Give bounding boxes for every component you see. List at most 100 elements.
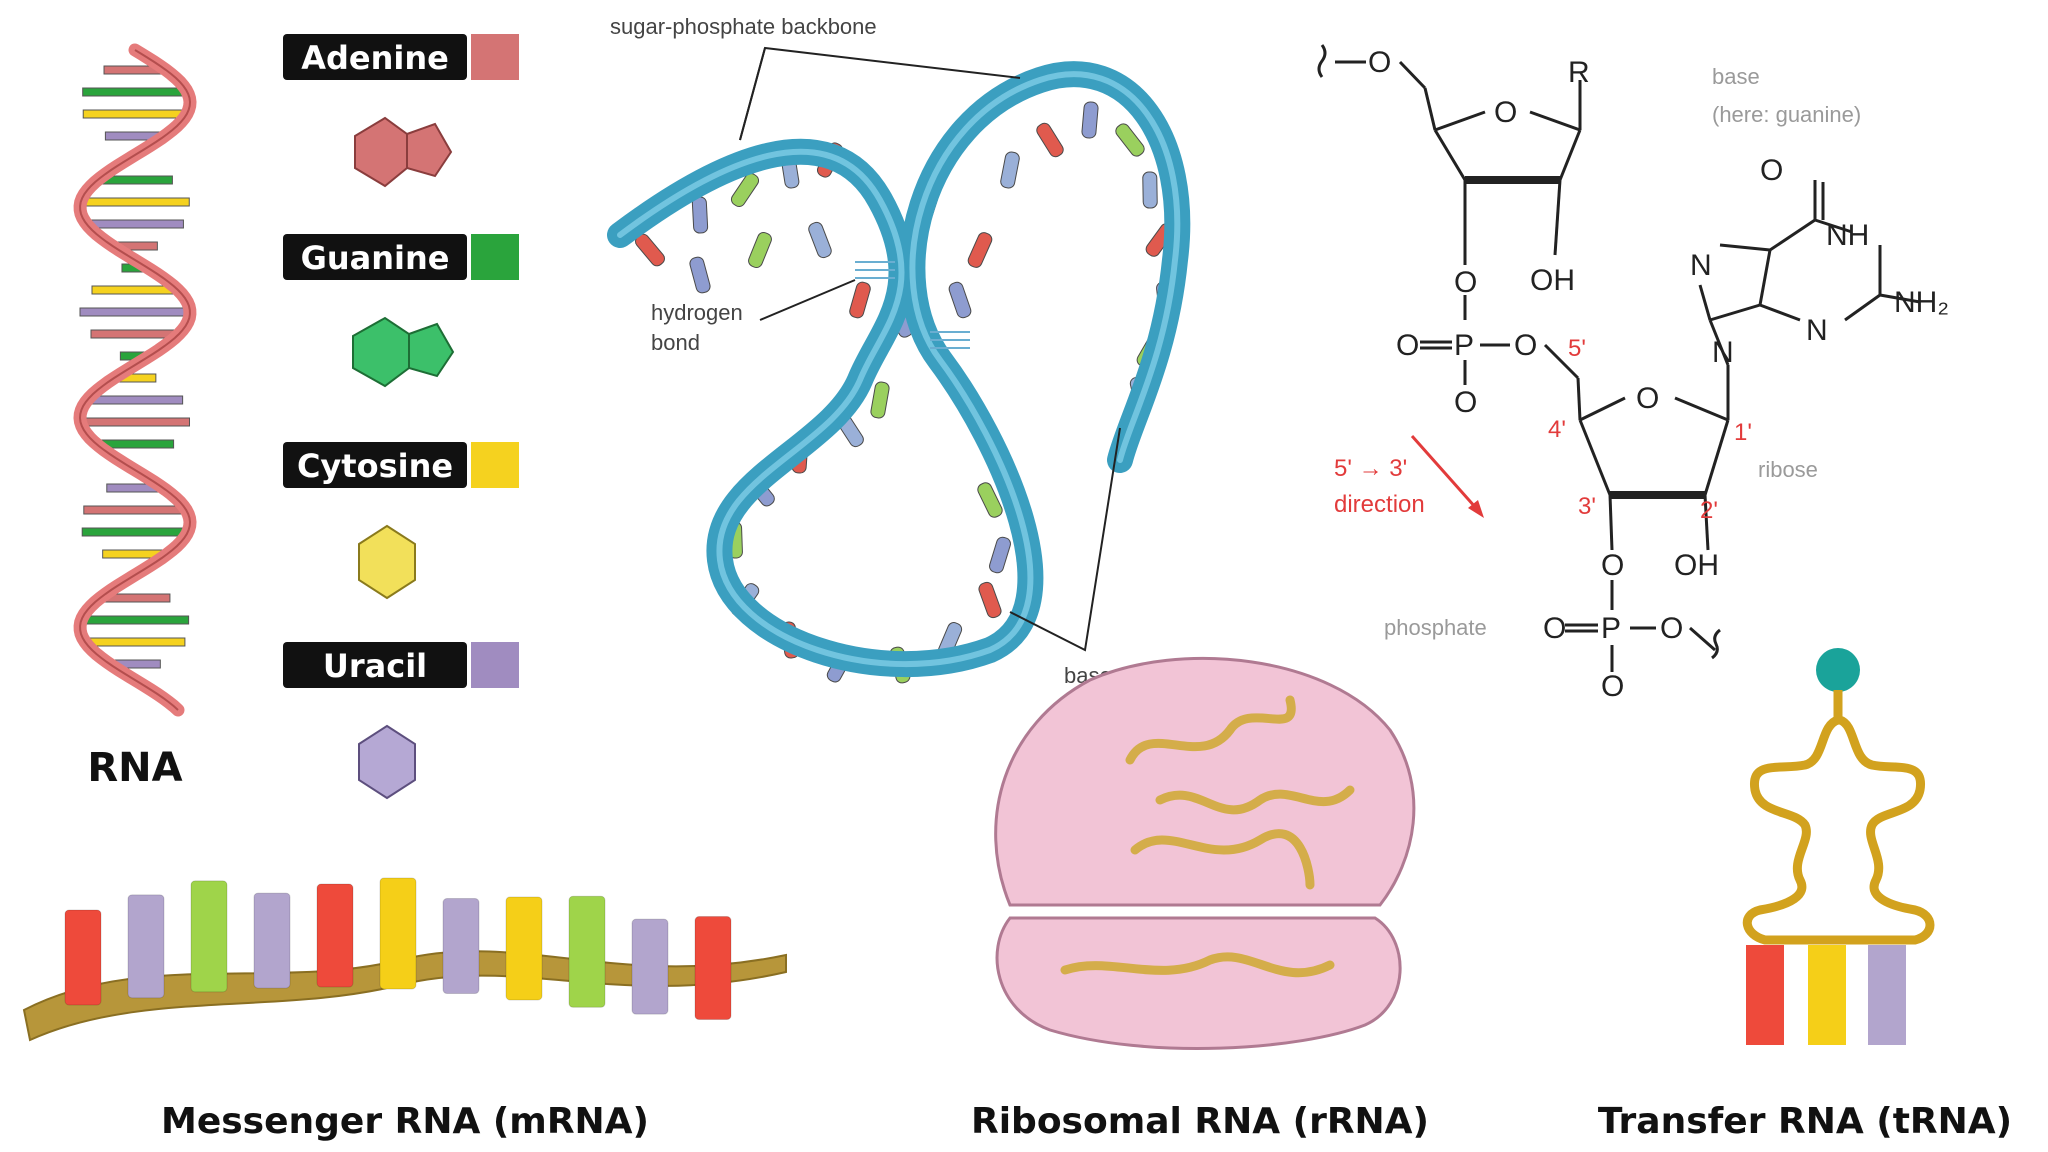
adenine-molecule-icon bbox=[354, 116, 453, 188]
ribbon-base bbox=[748, 231, 772, 269]
ribbon-base bbox=[1081, 101, 1099, 139]
base-legend: Adenine Guanine Cytosine Uracil bbox=[283, 34, 519, 800]
guanine-label-box bbox=[283, 234, 467, 280]
struct-direction-1: 5' → 3' bbox=[1334, 455, 1407, 482]
struct-O-minus-1: O bbox=[1454, 386, 1477, 419]
ribbon-base bbox=[977, 482, 1003, 518]
mrna-title: Messenger RNA (mRNA) bbox=[161, 1101, 649, 1142]
mrna-nucleotide bbox=[694, 916, 732, 1021]
ribosome-illustration bbox=[994, 656, 1416, 1050]
helix-base-rungs bbox=[79, 65, 191, 669]
trna-illustration bbox=[1743, 648, 1935, 1045]
struct-O-above-P2: O bbox=[1601, 549, 1624, 582]
struct-P1: P bbox=[1454, 329, 1474, 362]
ribbon-base bbox=[989, 536, 1011, 574]
rna-label: RNA bbox=[87, 745, 182, 791]
struct-pos-1: 1' bbox=[1734, 419, 1752, 446]
trna-anticodon-red bbox=[1746, 945, 1784, 1045]
struct-base-guanine-label: (here: guanine) bbox=[1712, 102, 1861, 127]
mrna-nucleotide bbox=[316, 883, 354, 988]
struct-base-label: base bbox=[1712, 64, 1760, 89]
struct-ring-O2: O bbox=[1636, 382, 1659, 415]
uracil-molecule-icon bbox=[358, 724, 416, 800]
adenine-label-box bbox=[283, 34, 467, 80]
helix-base-rung bbox=[81, 527, 189, 537]
struct-pos-4: 4' bbox=[1548, 416, 1566, 443]
rna-ribbon-structure: sugar-phosphate backbone hydrogen bond b… bbox=[607, 14, 1191, 688]
ribbon-base bbox=[808, 221, 832, 259]
mrna-illustration bbox=[22, 877, 787, 1042]
struct-P2: P bbox=[1601, 612, 1621, 645]
ribbon-base bbox=[1115, 123, 1145, 157]
uracil-label-box bbox=[283, 642, 467, 688]
helix-base-rung bbox=[82, 109, 188, 119]
hydrogen-annotation-line1: hydrogen bbox=[651, 300, 743, 325]
trna-anticodon-yellow bbox=[1808, 945, 1846, 1045]
cytosine-molecule-icon bbox=[358, 524, 416, 600]
mrna-nucleotide bbox=[127, 894, 165, 999]
helix-base-rung bbox=[79, 417, 191, 427]
ribbon-base bbox=[978, 581, 1002, 619]
struct-O-eq2: O bbox=[1543, 612, 1566, 645]
mrna-nucleotide bbox=[442, 898, 480, 995]
trna-anticodon-purple bbox=[1868, 945, 1906, 1045]
cytosine-label-box bbox=[283, 442, 467, 488]
struct-O-bond: O bbox=[1514, 329, 1537, 362]
ribosome-small-subunit bbox=[995, 916, 1402, 1050]
helix-base-rung bbox=[80, 197, 190, 207]
helix-strand-outline bbox=[78, 49, 192, 711]
uracil-label: Uracil bbox=[323, 647, 427, 685]
mrna-nucleotide bbox=[379, 877, 417, 990]
helix-base-rung bbox=[86, 219, 184, 229]
helix-base-rung bbox=[86, 395, 184, 405]
helix-base-rung bbox=[82, 87, 188, 97]
mrna-nucleotide bbox=[190, 880, 228, 993]
struct-pos-5: 5' bbox=[1568, 335, 1586, 362]
helix-base-rung bbox=[80, 615, 190, 625]
mrna-nucleotide bbox=[568, 895, 606, 1008]
struct-N-b: N bbox=[1806, 314, 1828, 347]
mrna-nucleotide bbox=[64, 909, 102, 1006]
cytosine-color-swatch bbox=[471, 442, 519, 488]
trna-title: Transfer RNA (tRNA) bbox=[1598, 1101, 2012, 1142]
helix-base-rung bbox=[83, 505, 187, 515]
adenine-color-swatch bbox=[471, 34, 519, 80]
helix-base-rung bbox=[84, 637, 186, 647]
struct-O-eq: O bbox=[1396, 329, 1419, 362]
mrna-nucleotide-columns bbox=[64, 877, 732, 1021]
struct-OH-bottom: OH bbox=[1674, 549, 1719, 582]
ribbon-base bbox=[691, 196, 709, 234]
mrna-nucleotide bbox=[253, 892, 291, 989]
uracil-color-swatch bbox=[471, 642, 519, 688]
struct-NH2: NH₂ bbox=[1894, 286, 1949, 319]
rrna-title: Ribosomal RNA (rRNA) bbox=[971, 1101, 1429, 1142]
struct-N-a: N bbox=[1690, 249, 1712, 282]
struct-O-link2: O bbox=[1660, 612, 1683, 645]
struct-O-top-left: O bbox=[1454, 266, 1477, 299]
struct-R: R bbox=[1568, 56, 1590, 89]
struct-ring-O1: O bbox=[1494, 96, 1517, 129]
ribbon-base bbox=[689, 256, 711, 294]
guanine-color-swatch bbox=[471, 234, 519, 280]
guanine-molecule-icon bbox=[352, 316, 455, 388]
struct-N-c: N bbox=[1712, 336, 1734, 369]
trna-strand bbox=[1743, 690, 1935, 945]
ribbon-base bbox=[967, 232, 993, 268]
ribbon-base bbox=[1000, 151, 1020, 189]
backbone-annotation: sugar-phosphate backbone bbox=[610, 14, 877, 39]
ribbon-base bbox=[849, 281, 871, 319]
mrna-nucleotide bbox=[631, 918, 669, 1015]
ribbon-backbone bbox=[607, 61, 1191, 677]
struct-pos-2: 2' bbox=[1700, 497, 1718, 524]
struct-OH-top: OH bbox=[1530, 264, 1575, 297]
ribbon-base bbox=[948, 281, 972, 319]
struct-pos-3: 3' bbox=[1578, 493, 1596, 520]
ribbon-base bbox=[1142, 171, 1158, 209]
helix-base-rung bbox=[90, 329, 180, 339]
struct-ribose-label: ribose bbox=[1758, 457, 1818, 482]
annotation-leaders bbox=[739, 46, 1121, 652]
ribbon-base bbox=[870, 381, 890, 419]
ribbon-base bbox=[1036, 122, 1064, 158]
rna-helix bbox=[73, 43, 197, 717]
